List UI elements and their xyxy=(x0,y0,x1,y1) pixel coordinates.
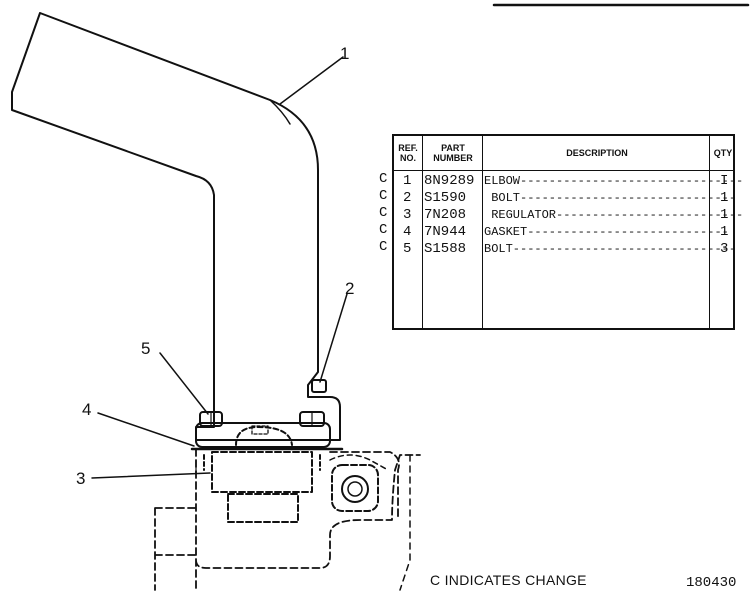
qty-cell: 1 xyxy=(720,190,729,206)
description-cell: BOLT------------------------------- xyxy=(484,242,737,256)
table-row: 3 7N208 REGULATOR-----------------------… xyxy=(394,207,743,224)
leader-4 xyxy=(97,412,195,447)
table-row: 5 S1588 BOLT----------------------------… xyxy=(394,241,737,258)
leader-3 xyxy=(91,472,211,479)
ref-cell: 4 xyxy=(403,224,412,240)
part-cell: 7N944 xyxy=(424,224,467,240)
leader-2 xyxy=(319,293,348,383)
change-marker: C xyxy=(379,222,388,238)
change-marker: C xyxy=(379,205,388,221)
change-marker: C xyxy=(379,188,388,204)
description-cell: GASKET---------------------------- xyxy=(484,225,729,239)
part-cell: 8N9289 xyxy=(424,173,475,189)
callout-5: 5 xyxy=(141,339,151,358)
header-ref-no: REF. NO. xyxy=(398,143,418,163)
qty-cell: 3 xyxy=(720,241,729,257)
table-row: 2 S1590 BOLT----------------------------… xyxy=(394,190,737,207)
change-marker: C xyxy=(379,171,388,187)
part-cell: S1590 xyxy=(424,190,467,206)
table-row: 4 7N944 GASKET--------------------------… xyxy=(394,224,733,241)
callout-1: 1 xyxy=(340,44,350,63)
change-marker: C xyxy=(379,239,388,255)
header-qty: QTY xyxy=(713,148,733,158)
qty-cell: 1 xyxy=(720,224,729,240)
description-cell: ELBOW------------------------------- xyxy=(484,174,744,188)
callout-4: 4 xyxy=(82,400,92,419)
parts-list-table: REF. NO. PART NUMBER DESCRIPTION QTY 1 8… xyxy=(392,134,743,330)
part-cell: 7N208 xyxy=(424,207,467,223)
regulator-body xyxy=(211,451,313,493)
description-cell: BOLT------------------------------ xyxy=(484,191,737,205)
table-row: 1 8N9289 ELBOW--------------------------… xyxy=(394,173,743,190)
elbow-outline xyxy=(11,12,341,441)
part-cell: S1588 xyxy=(424,241,467,257)
callout-2: 2 xyxy=(345,279,355,298)
flange-block xyxy=(195,422,331,448)
table-header: REF. NO. PART NUMBER DESCRIPTION QTY xyxy=(394,136,733,171)
header-description: DESCRIPTION xyxy=(566,148,628,158)
ref-cell: 3 xyxy=(403,207,412,223)
change-legend: C INDICATES CHANGE xyxy=(430,572,587,588)
description-cell: REGULATOR-------------------------- xyxy=(484,208,744,222)
housing-outline xyxy=(195,448,421,591)
bolt-head-top xyxy=(311,379,327,393)
leader-5 xyxy=(159,352,209,415)
header-part-number: PART NUMBER xyxy=(433,143,473,163)
qty-cell: I xyxy=(720,173,729,189)
callout-3: 3 xyxy=(76,469,86,488)
ref-cell: 2 xyxy=(403,190,412,206)
leader-1 xyxy=(279,56,344,105)
ref-cell: 1 xyxy=(403,173,412,189)
drawing-number: 180430 xyxy=(686,575,737,591)
ref-cell: 5 xyxy=(403,241,412,257)
qty-cell: 1 xyxy=(720,207,729,223)
